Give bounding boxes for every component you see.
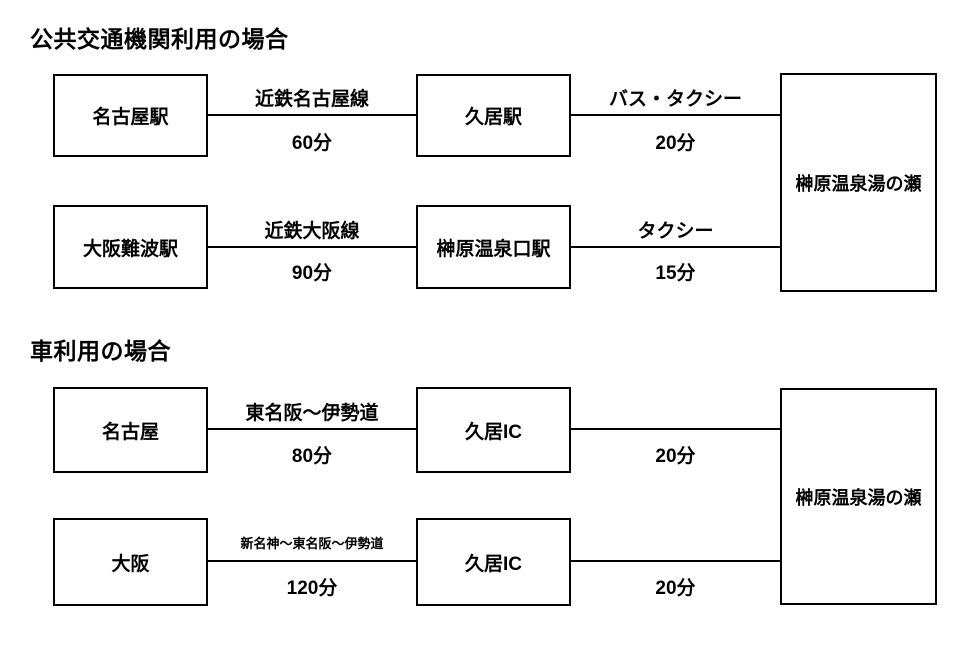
route-name-label: バス・タクシー	[608, 89, 742, 110]
duration-label: 90分	[291, 263, 333, 284]
route-name-label: 東名阪～伊勢道	[245, 403, 379, 424]
connector-line	[208, 246, 416, 248]
route-name-label: 近鉄名古屋線	[254, 89, 369, 110]
origin-box-nagoya: 名古屋	[53, 387, 208, 473]
route-name-label: タクシー	[637, 221, 714, 242]
duration-label: 20分	[655, 578, 696, 599]
duration-label: 15分	[655, 263, 696, 284]
transfer-box-hisai-ic: 久居IC	[416, 387, 571, 473]
section-title-public-transport: 公共交通機関利用の場合	[30, 26, 289, 52]
origin-box-osaka-namba-station: 大阪難波駅	[53, 205, 208, 289]
route-name-label: 新名神～東名阪～伊勢道	[240, 536, 384, 551]
destination-box-yunose: 榊原温泉湯の瀬	[780, 388, 937, 605]
connector-line	[571, 560, 780, 562]
section-title-by-car: 車利用の場合	[30, 338, 171, 364]
route-name-label: 近鉄大阪線	[264, 221, 360, 242]
transfer-box-hisai-station: 久居駅	[416, 74, 571, 157]
connector-line	[208, 560, 416, 562]
connector-line	[571, 114, 780, 116]
connector-line	[571, 246, 780, 248]
connector-line	[208, 114, 416, 116]
destination-box-yunose: 榊原温泉湯の瀬	[780, 73, 937, 292]
connector-line	[208, 428, 416, 430]
duration-label: 120分	[286, 578, 338, 599]
duration-label: 20分	[655, 446, 696, 467]
duration-label: 80分	[291, 446, 333, 467]
transfer-box-sakakibara-onsenguchi-station: 榊原温泉口駅	[416, 205, 571, 289]
origin-box-nagoya-station: 名古屋駅	[53, 74, 208, 157]
connector-line	[571, 428, 780, 430]
duration-label: 20分	[655, 133, 696, 154]
origin-box-osaka: 大阪	[53, 518, 208, 606]
transfer-box-hisai-ic: 久居IC	[416, 518, 571, 606]
duration-label: 60分	[291, 133, 333, 154]
